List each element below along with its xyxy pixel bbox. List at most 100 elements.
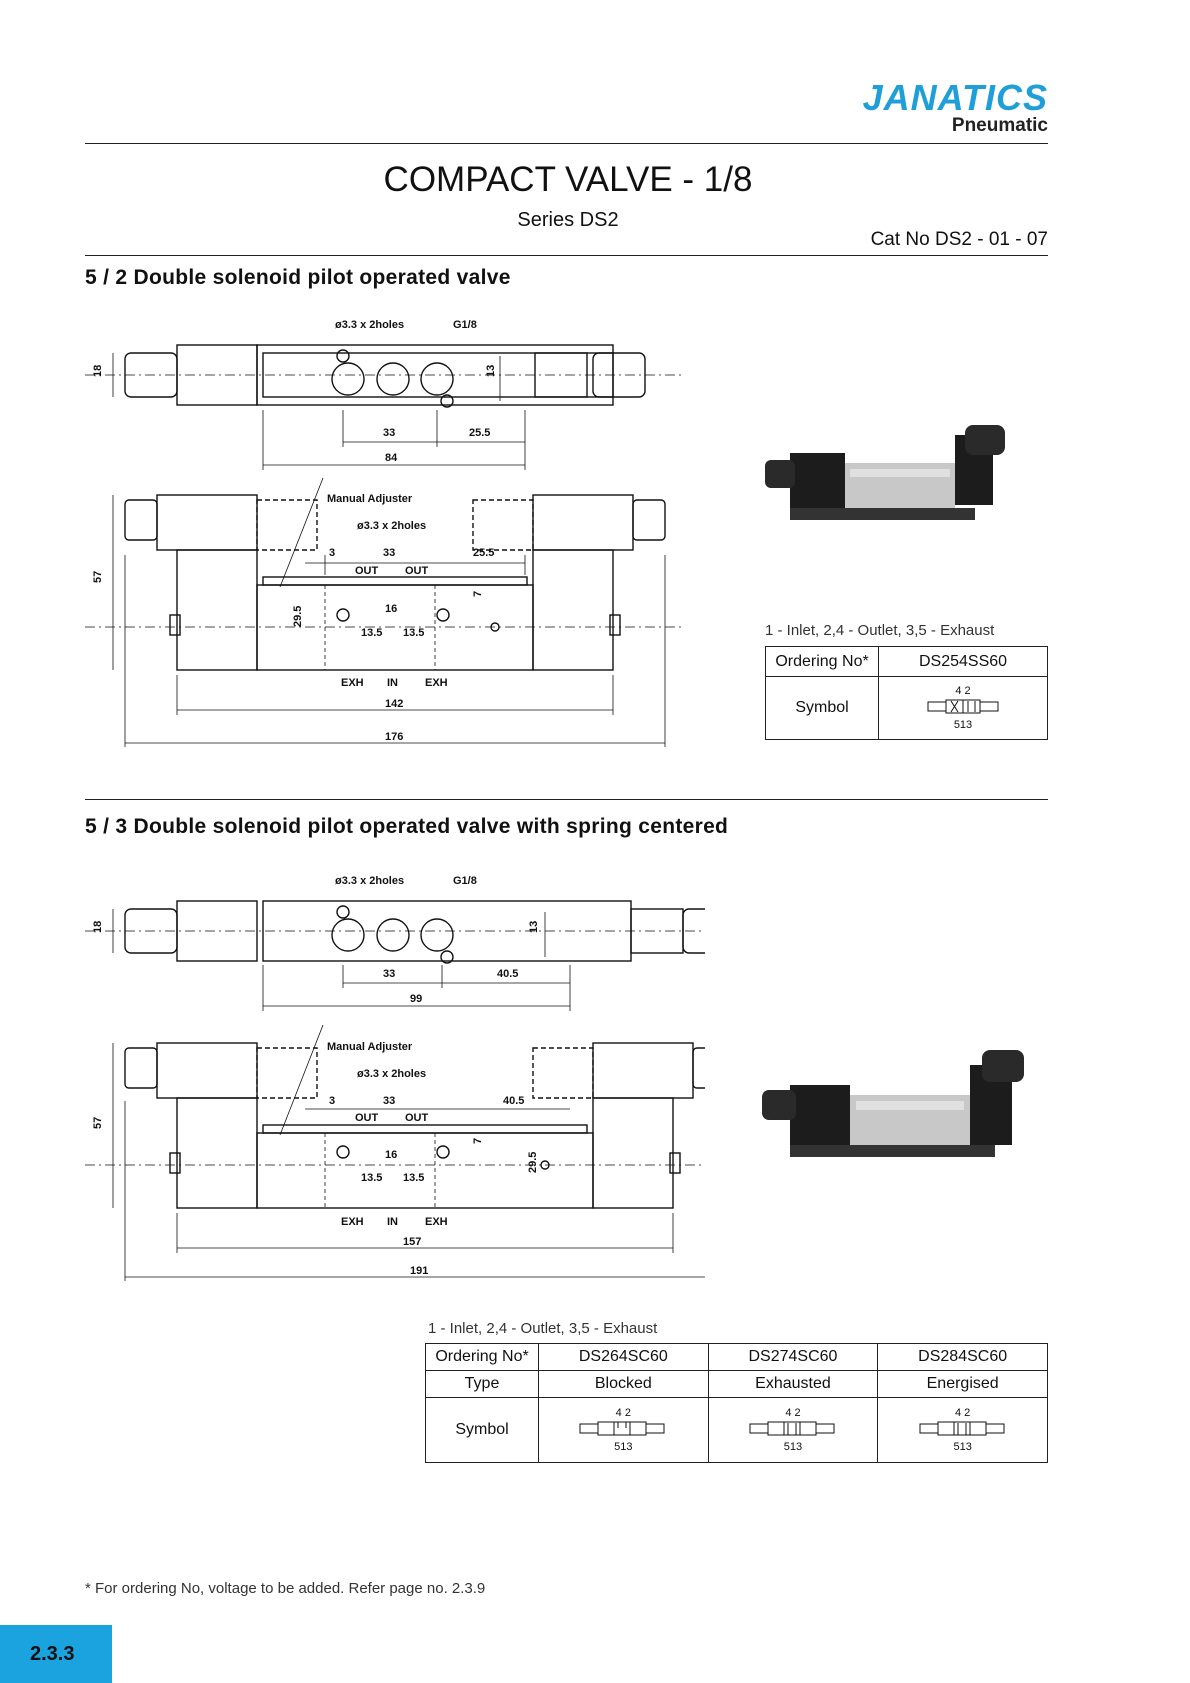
s2-side-out1: OUT — [355, 1112, 379, 1124]
s1-symbol-label: Symbol — [765, 676, 879, 740]
s2-side-d16: 16 — [385, 1149, 397, 1161]
section-divider — [85, 799, 1048, 800]
s2-top-h13: 13 — [528, 921, 540, 933]
s2-side-h57: 57 — [92, 1117, 104, 1129]
s2-top-d33: 33 — [383, 968, 395, 980]
s2-sym-bottom-1: 513 — [614, 1440, 633, 1453]
s2-symbol-cell-2: 4 2 513 — [707, 1397, 879, 1463]
s2-top-port: G1/8 — [453, 875, 477, 887]
section2-drawing: ø3.3 x 2holes G1/8 18 13 33 40.5 99 Manu… — [85, 875, 705, 1281]
footnote: * For ordering No, voltage to be added. … — [85, 1580, 486, 1597]
s1-ordering-value: DS254SS60 — [878, 646, 1048, 677]
s2-sym-bottom-3: 513 — [953, 1440, 972, 1453]
s1-side-exh2: EXH — [425, 677, 448, 689]
s2-side-d157: 157 — [403, 1236, 421, 1248]
s1-top-d33: 33 — [383, 427, 395, 439]
series-label: Series DS2 — [517, 209, 619, 231]
s1-side-d135a: 13.5 — [361, 627, 382, 639]
s2-top-h18: 18 — [92, 921, 104, 933]
s1-ordering-label: Ordering No* — [765, 646, 879, 677]
s2-type-label: Type — [425, 1370, 539, 1398]
header-divider — [85, 143, 1048, 144]
section1-drawing: ø3.3 x 2holes G1/8 18 13 33 25.5 84 Manu… — [85, 319, 685, 747]
section1-heading: 5 / 2 Double solenoid pilot operated val… — [85, 266, 511, 289]
s1-sym-top: 4 2 — [955, 684, 971, 697]
s1-side-d16: 16 — [385, 603, 397, 615]
section2-heading: 5 / 3 Double solenoid pilot operated val… — [85, 815, 729, 838]
s1-side-d176: 176 — [385, 731, 403, 743]
brand-name: JANATICS — [862, 77, 1048, 118]
s2-side-d405: 40.5 — [503, 1095, 524, 1107]
s1-side-d135b: 13.5 — [403, 627, 424, 639]
s1-side-exh1: EXH — [341, 677, 364, 689]
valve-symbol-icon — [579, 1421, 665, 1435]
valve-symbol-icon — [749, 1421, 835, 1435]
s1-sym-bottom: 513 — [953, 718, 973, 731]
catalog-number: Cat No DS2 - 01 - 07 — [870, 229, 1048, 250]
s1-top-h18: 18 — [92, 365, 104, 377]
s1-symbol-cell: 4 2 513 — [878, 676, 1048, 740]
s2-type-2: Exhausted — [707, 1370, 879, 1398]
s2-side-out2: OUT — [405, 1112, 429, 1124]
s2-symbol-cell-1: 4 2 513 — [538, 1397, 709, 1463]
s2-side-d3: 3 — [329, 1095, 335, 1107]
s2-type-1: Blocked — [538, 1370, 709, 1398]
s2-side-exh1: EXH — [341, 1216, 364, 1228]
s2-sym-bottom-2: 513 — [783, 1440, 803, 1453]
s1-side-out1: OUT — [355, 565, 379, 577]
s1-side-holes: ø3.3 x 2holes — [357, 520, 426, 532]
s2-side-d191: 191 — [410, 1265, 428, 1277]
s2-top-d405: 40.5 — [497, 968, 518, 980]
section2-ports: 1 - Inlet, 2,4 - Outlet, 3,5 - Exhaust — [428, 1320, 658, 1337]
s1-side-d295: 29.5 — [292, 606, 304, 627]
section2-ordering-table: Ordering No* DS264SC60 DS274SC60 DS284SC… — [425, 1343, 1048, 1463]
s2-symbol-cell-3: 4 2 513 — [877, 1397, 1048, 1463]
valve-symbol-icon — [927, 699, 999, 713]
s2-sym-top-1: 4 2 — [615, 1406, 631, 1419]
s1-top-holes: ø3.3 x 2holes — [335, 319, 404, 331]
s1-top-h13: 13 — [485, 365, 497, 377]
s1-side-d3: 3 — [329, 547, 335, 559]
page-title: COMPACT VALVE - 1/8 — [383, 160, 753, 199]
s2-type-3: Energised — [877, 1370, 1048, 1398]
s2-ordering-label: Ordering No* — [425, 1343, 539, 1371]
s2-ordering-value-3: DS284SC60 — [877, 1343, 1048, 1371]
page-number-box: 2.3.3 — [0, 1625, 112, 1683]
s1-top-d255: 25.5 — [469, 427, 490, 439]
s2-top-d99: 99 — [410, 993, 422, 1005]
section2-product-photo — [762, 1050, 1024, 1157]
section1-product-photo — [765, 425, 1005, 520]
brand-logo: JANATICS Pneumatic — [863, 80, 1048, 136]
s1-side-h57: 57 — [92, 571, 104, 583]
s2-top-holes: ø3.3 x 2holes — [335, 875, 404, 887]
s2-sym-top-3: 4 2 — [955, 1406, 971, 1419]
s2-side-d7: 7 — [472, 1138, 484, 1144]
s2-sym-top-2: 4 2 — [785, 1406, 801, 1419]
s1-side-manual: Manual Adjuster — [327, 493, 413, 505]
s1-side-d7: 7 — [472, 591, 484, 597]
s1-side-out2: OUT — [405, 565, 429, 577]
s2-side-d33: 33 — [383, 1095, 395, 1107]
valve-symbol-icon — [919, 1421, 1005, 1435]
title-divider — [85, 255, 1048, 256]
page-number: 2.3.3 — [30, 1643, 75, 1665]
s2-side-in: IN — [387, 1216, 398, 1228]
s2-ordering-value-1: DS264SC60 — [538, 1343, 709, 1371]
brand-sub: Pneumatic — [951, 115, 1048, 136]
s2-symbol-label: Symbol — [425, 1397, 539, 1463]
s2-ordering-value-2: DS274SC60 — [707, 1343, 879, 1371]
s2-side-holes: ø3.3 x 2holes — [357, 1068, 426, 1080]
s2-side-exh2: EXH — [425, 1216, 448, 1228]
section1-ports: 1 - Inlet, 2,4 - Outlet, 3,5 - Exhaust — [765, 622, 995, 639]
s1-side-d33: 33 — [383, 547, 395, 559]
section1-ordering-table: Ordering No* DS254SS60 Symbol 4 2 513 — [765, 646, 1048, 740]
s2-side-manual: Manual Adjuster — [327, 1041, 413, 1053]
s1-top-port: G1/8 — [453, 319, 477, 331]
s1-top-d84: 84 — [385, 452, 398, 464]
s2-side-d135b: 13.5 — [403, 1172, 424, 1184]
s1-side-d142: 142 — [385, 698, 403, 710]
s2-side-d135a: 13.5 — [361, 1172, 382, 1184]
s1-side-d255: 25.5 — [473, 547, 494, 559]
s2-side-d295: 29.5 — [527, 1152, 539, 1173]
s1-side-in: IN — [387, 677, 398, 689]
